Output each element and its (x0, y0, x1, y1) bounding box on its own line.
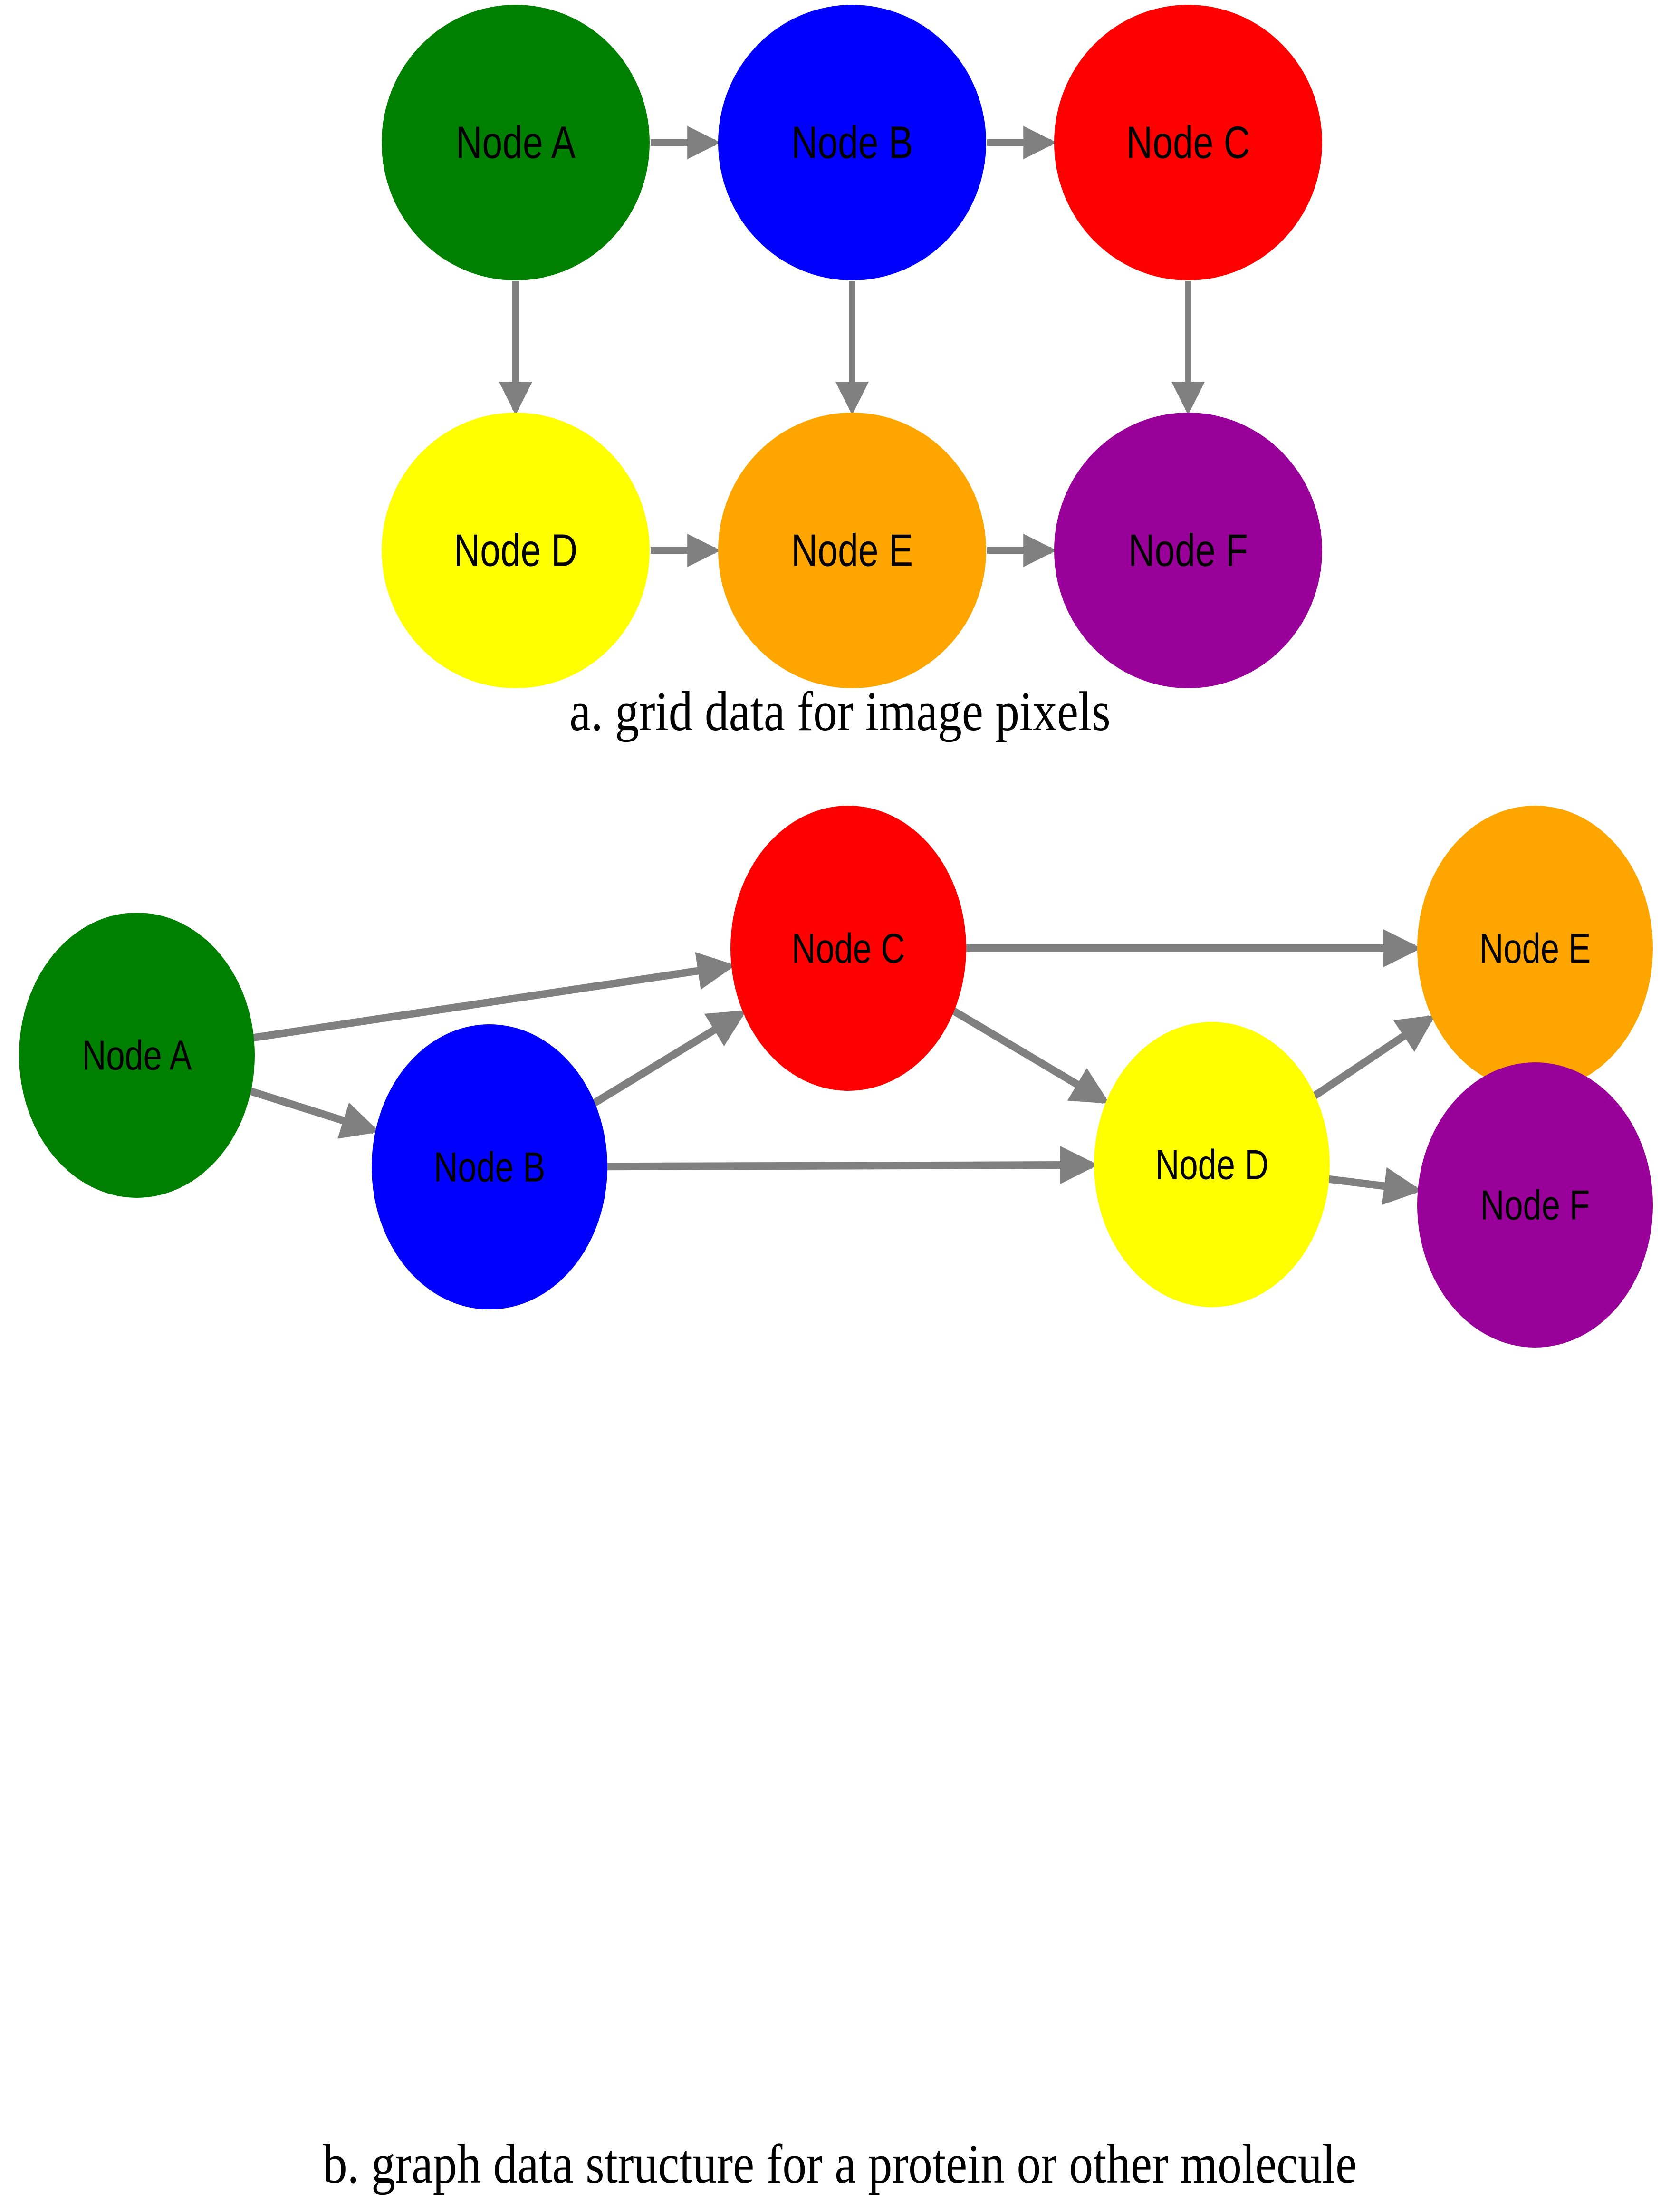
node-b[interactable]: Node B (372, 1024, 607, 1309)
node-e-label: Node E (791, 525, 913, 576)
node-f-shape[interactable] (1417, 1062, 1653, 1348)
node-b[interactable]: Node B (718, 5, 986, 280)
node-a-shape[interactable] (382, 5, 650, 280)
node-b-shape[interactable] (718, 5, 986, 280)
grid-node-layer: Node A Node B Node C Node D Node E Node F (382, 5, 1322, 688)
node-c[interactable]: Node C (730, 806, 966, 1091)
edge-b-to-c (591, 1010, 747, 1107)
node-d[interactable]: Node D (1094, 1022, 1330, 1307)
node-b-shape[interactable] (372, 1024, 607, 1309)
node-d[interactable]: Node D (382, 413, 650, 688)
node-f-label: Node F (1128, 525, 1248, 576)
node-c-label: Node C (1126, 117, 1250, 168)
edge-a-to-b (248, 1087, 380, 1139)
node-f[interactable]: Node F (1417, 1062, 1653, 1348)
node-a-label: Node A (456, 117, 576, 168)
node-b-label: Node B (434, 1144, 546, 1190)
panel-graph-data: Node A Node B Node C Node D Node E Node F b. … (0, 784, 1680, 2195)
node-c-label: Node C (792, 925, 905, 972)
graph-diagram-canvas: Node A Node B Node C Node D Node E Node F (19, 806, 1653, 1348)
edge-c-to-d (950, 1007, 1110, 1104)
node-f[interactable]: Node F (1054, 413, 1322, 688)
node-e-label: Node E (1479, 925, 1591, 972)
graph-node-layer: Node A Node B Node C Node D Node E Node F (19, 806, 1653, 1348)
grid-edge-layer (499, 126, 1205, 567)
node-d-label: Node D (454, 525, 577, 576)
node-a-shape[interactable] (19, 913, 255, 1198)
node-f-shape[interactable] (1054, 413, 1322, 688)
node-e-shape[interactable] (1417, 806, 1653, 1091)
node-f-label: Node F (1480, 1182, 1590, 1228)
node-e[interactable]: Node E (718, 413, 986, 688)
node-c-shape[interactable] (1054, 5, 1322, 280)
panel-a-caption: a. grid data for image pixels (569, 680, 1111, 742)
node-a[interactable]: Node A (19, 913, 255, 1198)
node-e-shape[interactable] (718, 413, 986, 688)
panel-b-caption: b. graph data structure for a protein or… (323, 2133, 1357, 2195)
node-d-label: Node D (1155, 1141, 1269, 1188)
grid-diagram-canvas: Node A Node B Node C Node D Node E Node F (382, 5, 1322, 688)
edge-a-to-c (251, 952, 736, 1042)
node-d-shape[interactable] (382, 413, 650, 688)
node-a[interactable]: Node A (382, 5, 650, 280)
node-b-label: Node B (791, 117, 913, 168)
panel-grid-data: Node A Node B Node C Node D Node E Node F a. … (0, 0, 1680, 789)
node-d-shape[interactable] (1094, 1022, 1330, 1307)
graph-edge-layer (248, 929, 1436, 1205)
node-c[interactable]: Node C (1054, 5, 1322, 280)
node-c-shape[interactable] (730, 806, 966, 1091)
node-a-label: Node A (82, 1032, 192, 1078)
node-e[interactable]: Node E (1417, 806, 1653, 1091)
edge-d-to-f (1326, 1167, 1422, 1205)
edge-b-to-d (605, 1146, 1098, 1184)
edge-d-to-e (1311, 1015, 1436, 1100)
